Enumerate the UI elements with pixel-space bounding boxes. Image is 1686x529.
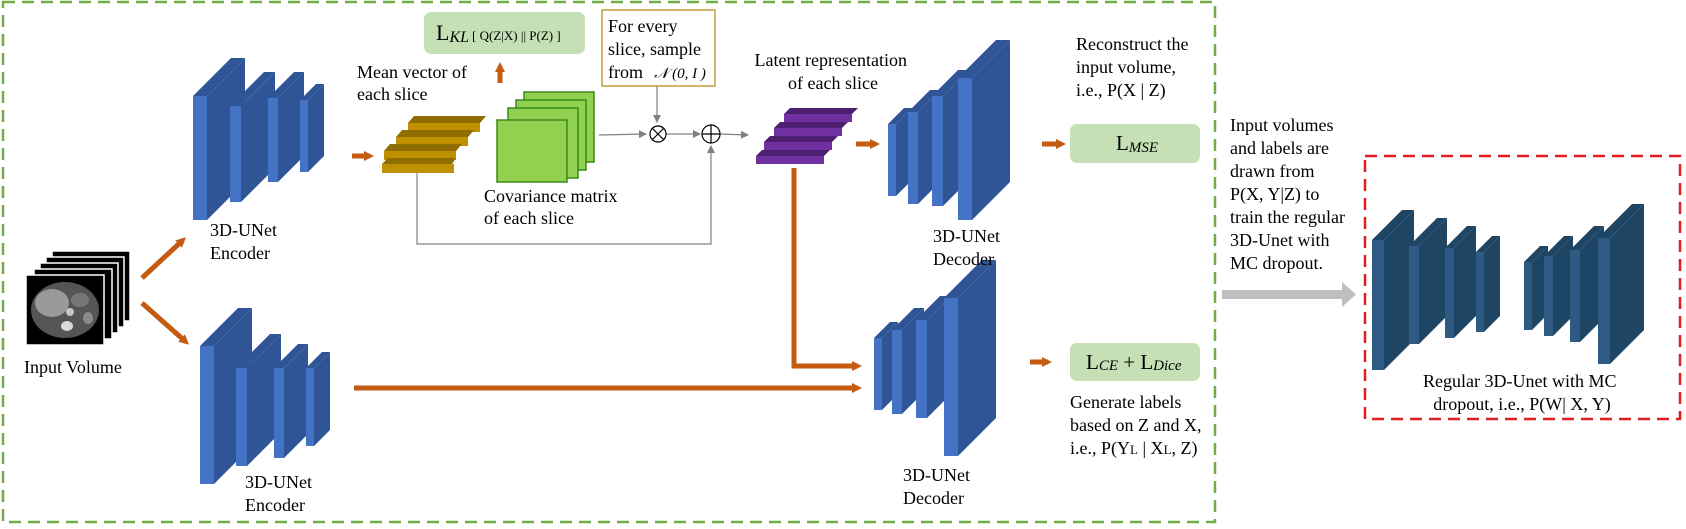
unet-layer-block: [1372, 210, 1414, 370]
arrow-input-to-encoder-bottom: [140, 301, 189, 345]
unet-layer-block: [1476, 236, 1500, 332]
normal-distribution-formula: 𝒩 (0, I ): [654, 66, 706, 82]
input-volume-label: Input Volume: [24, 357, 122, 377]
latent-label: Latent representation of each slice: [755, 50, 912, 93]
mean-vector-bars: [382, 116, 486, 173]
unet-layer-block: [944, 260, 996, 456]
multiply-node: [649, 125, 667, 143]
arrow-input-to-encoder-top: [140, 237, 186, 280]
kl-loss-label: LKL[ Q(Z|X) || P(Z) ]: [436, 20, 561, 46]
regular-unet-blocks: [1372, 204, 1644, 370]
unet-layer-block: [1409, 218, 1447, 344]
mse-loss-box: [1070, 124, 1200, 163]
regular-unet-label: Regular 3D-Unet with MC dropout, i.e., P…: [1423, 371, 1621, 415]
decoder-bottom-label: 3D-UNet Decoder: [903, 465, 974, 508]
reconstruct-text: Reconstruct the input volume, i.e., P(X …: [1076, 34, 1193, 101]
mse-loss-label: LMSE: [1116, 131, 1158, 156]
unet-layer-block: [230, 72, 275, 202]
encoder-top-label: 3D-UNet Encoder: [210, 220, 281, 263]
generate-labels-text: Generate labels based on Z and X, i.e., …: [1070, 392, 1206, 459]
green-dashed-frame: [1, 0, 1217, 524]
decoder-top-label: 3D-UNet Decoder: [933, 226, 1004, 269]
middle-explanation-text: Input volumes and labels are drawn from …: [1230, 115, 1349, 273]
decoder-top-blocks: [888, 40, 1010, 220]
covariance-label: Covariance matrix of each slice: [484, 186, 622, 228]
unet-layer-block: [300, 84, 324, 172]
unet-layer-block: [200, 308, 252, 484]
input-volume-image: [25, 250, 131, 346]
unet-layer-block: [274, 344, 308, 458]
red-dashed-frame: [1363, 154, 1682, 421]
unet-layer-block: [236, 334, 281, 466]
unet-layer-block: [268, 72, 304, 182]
mean-vector-label: Mean vector of each slice: [357, 62, 471, 104]
sample-box-text: For every slice, sample from: [608, 16, 705, 82]
add-node: [701, 124, 721, 144]
latent-bars: [756, 108, 858, 164]
unet-layer-block: [1544, 236, 1573, 336]
encoder-bottom-label: 3D-UNet Encoder: [245, 472, 316, 515]
decoder-bottom-blocks: [874, 260, 996, 456]
orange-arrows: [140, 62, 1066, 393]
ce-dice-loss-label: LCE + LDice: [1086, 350, 1182, 374]
unet-layer-block: [1598, 204, 1644, 364]
unet-layer-block: [1445, 226, 1476, 338]
arrow-latent-to-decoder-bottom: [791, 168, 862, 371]
gray-transfer-arrow: [1222, 282, 1356, 307]
encoder-bottom-blocks: [200, 308, 330, 484]
unet-layer-block: [958, 40, 1010, 220]
covariance-matrices: [496, 91, 595, 183]
encoder-top-blocks: [193, 58, 324, 220]
sample-box: [601, 9, 716, 87]
ce-dice-loss-box: [1070, 343, 1200, 381]
unet-layer-block: [306, 352, 330, 446]
kl-loss-box: [424, 12, 585, 54]
